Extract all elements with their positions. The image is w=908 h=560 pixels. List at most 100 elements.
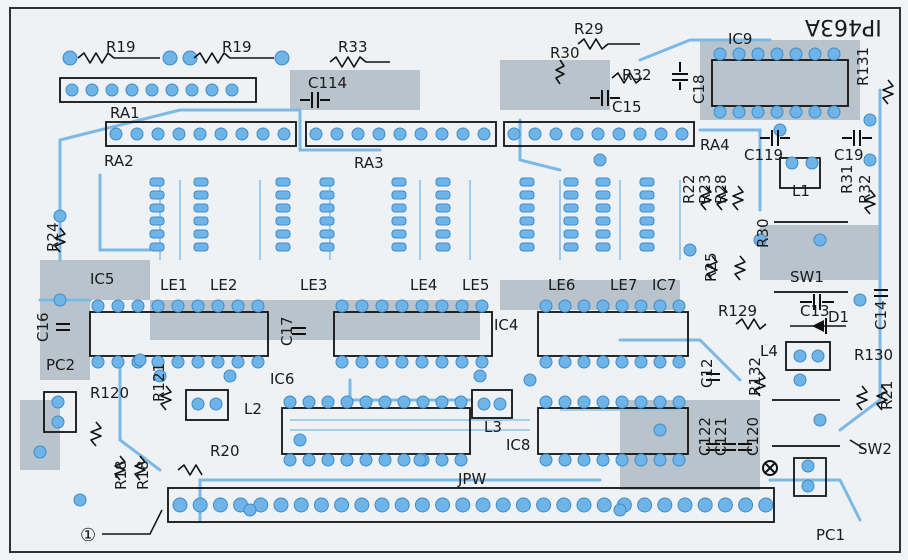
pad <box>634 299 648 313</box>
pad <box>789 105 803 119</box>
diode-d1 <box>790 318 846 334</box>
pad <box>435 242 451 252</box>
led-matrix-pads <box>149 177 655 252</box>
label-ic9: IC9 <box>728 30 752 48</box>
pad <box>713 105 727 119</box>
label-sw2: SW2 <box>858 440 892 458</box>
pad <box>351 127 365 141</box>
pad <box>634 355 648 369</box>
label-r19b: R19 <box>222 38 252 56</box>
pad <box>596 497 612 513</box>
pad <box>302 395 316 409</box>
pad <box>375 299 389 313</box>
resistor-array-strips <box>105 121 695 147</box>
label-le5: LE5 <box>462 276 489 294</box>
pad <box>672 453 686 467</box>
pad <box>595 242 611 252</box>
pad <box>558 299 572 313</box>
pad <box>808 105 822 119</box>
pad <box>523 373 537 387</box>
pad <box>563 216 579 226</box>
pad <box>672 395 686 409</box>
pad <box>414 497 430 513</box>
label-le3: LE3 <box>300 276 327 294</box>
pad <box>151 127 165 141</box>
pad <box>211 355 225 369</box>
pad <box>528 127 542 141</box>
pad <box>391 216 407 226</box>
pad <box>149 216 165 226</box>
pad <box>563 190 579 200</box>
pad <box>321 453 335 467</box>
pad <box>827 47 841 61</box>
pad <box>570 127 584 141</box>
pad <box>193 242 209 252</box>
pad <box>596 355 610 369</box>
pad <box>454 453 468 467</box>
pad <box>577 453 591 467</box>
pad <box>515 497 531 513</box>
label-c13: C13 <box>800 302 830 320</box>
pad <box>519 229 535 239</box>
pad <box>340 453 354 467</box>
pad <box>171 299 185 313</box>
pad <box>455 299 469 313</box>
pad <box>473 369 487 383</box>
pad <box>435 216 451 226</box>
pad <box>758 497 774 513</box>
pad <box>321 395 335 409</box>
pad <box>293 497 309 513</box>
label-c121: C122 <box>696 417 714 456</box>
pad <box>863 153 877 167</box>
label-c12: C12 <box>698 358 716 388</box>
label-c120: C120 <box>744 417 762 456</box>
pad <box>456 127 470 141</box>
pad <box>519 177 535 187</box>
pad <box>193 203 209 213</box>
power-connectors <box>43 391 827 497</box>
pad <box>507 127 521 141</box>
pad <box>808 47 822 61</box>
label-r18a: R18 <box>112 460 130 490</box>
pad <box>563 177 579 187</box>
pad <box>539 299 553 313</box>
pad <box>416 395 430 409</box>
pad <box>256 127 270 141</box>
pad <box>563 242 579 252</box>
label-c17: C17 <box>278 316 296 346</box>
pad <box>495 497 511 513</box>
label-r31: R32 <box>856 174 874 204</box>
pad <box>211 299 225 313</box>
pad <box>319 242 335 252</box>
pad <box>612 127 626 141</box>
label-l3: L3 <box>484 418 502 436</box>
pad <box>596 453 610 467</box>
pad <box>653 395 667 409</box>
pad <box>563 229 579 239</box>
label-r23: R23 <box>696 174 714 204</box>
pad <box>435 299 449 313</box>
pad <box>539 355 553 369</box>
pad <box>519 242 535 252</box>
pad <box>378 395 392 409</box>
pad <box>853 293 867 307</box>
pad <box>615 299 629 313</box>
label-r18b: R18 <box>134 460 152 490</box>
pad <box>639 216 655 226</box>
pad <box>359 453 373 467</box>
pad <box>275 242 291 252</box>
label-r121: R121 <box>150 363 168 402</box>
pad <box>773 123 787 137</box>
pad <box>275 177 291 187</box>
pad <box>634 453 648 467</box>
pad <box>713 47 727 61</box>
label-ra4: RA4 <box>700 136 730 154</box>
pad <box>335 299 349 313</box>
ground-mark <box>762 460 778 476</box>
pad <box>319 229 335 239</box>
pad <box>455 355 469 369</box>
pad <box>235 127 249 141</box>
pad <box>397 453 411 467</box>
pad <box>133 353 147 367</box>
